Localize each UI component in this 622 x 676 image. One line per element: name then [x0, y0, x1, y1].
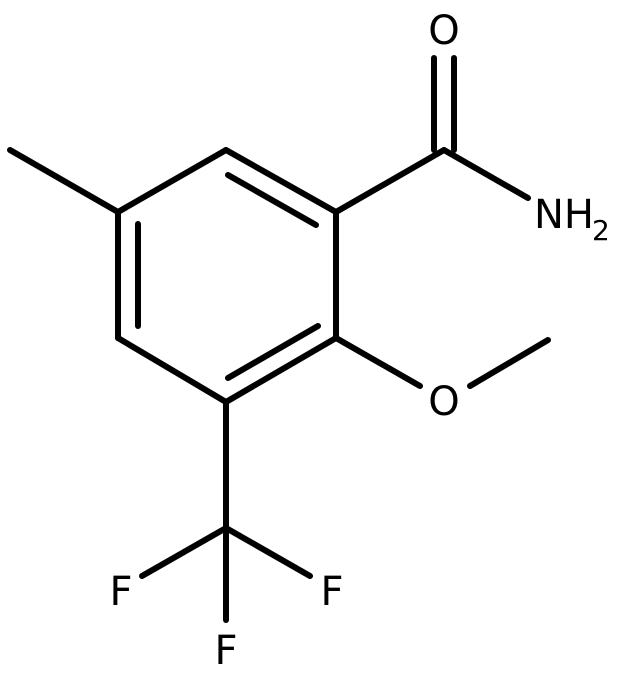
ring-bond-c4-c5: [115, 335, 229, 405]
carbonyl-oxygen-label: O: [428, 8, 459, 54]
ring-bond-c3-c4-inner: [225, 323, 321, 381]
amide-carbon-bond: [333, 147, 447, 215]
amide-n-bond: [441, 147, 531, 201]
ring-bond-c3-c4: [223, 335, 339, 405]
fluorine-bottom-label: F: [214, 628, 237, 674]
methoxy-oxygen-label: O: [428, 379, 459, 425]
cf3-f-left-bond: [139, 525, 229, 579]
cf3-f-right-bond: [223, 525, 313, 579]
methyl-bond: [7, 147, 121, 215]
methoxy-methyl-bond: [467, 337, 551, 389]
fluorine-left-label: F: [109, 569, 132, 615]
ring-bond-c1-c2-inner: [225, 172, 319, 228]
ring-bond-c6-c1: [115, 147, 229, 215]
ring-bond-c1-c2: [223, 147, 339, 215]
amide-nitrogen-label: NH: [534, 192, 594, 238]
fluorine-right-label: F: [320, 569, 343, 615]
amide-h2-subscript: 2: [592, 214, 610, 247]
methoxy-o-bond: [333, 335, 423, 389]
